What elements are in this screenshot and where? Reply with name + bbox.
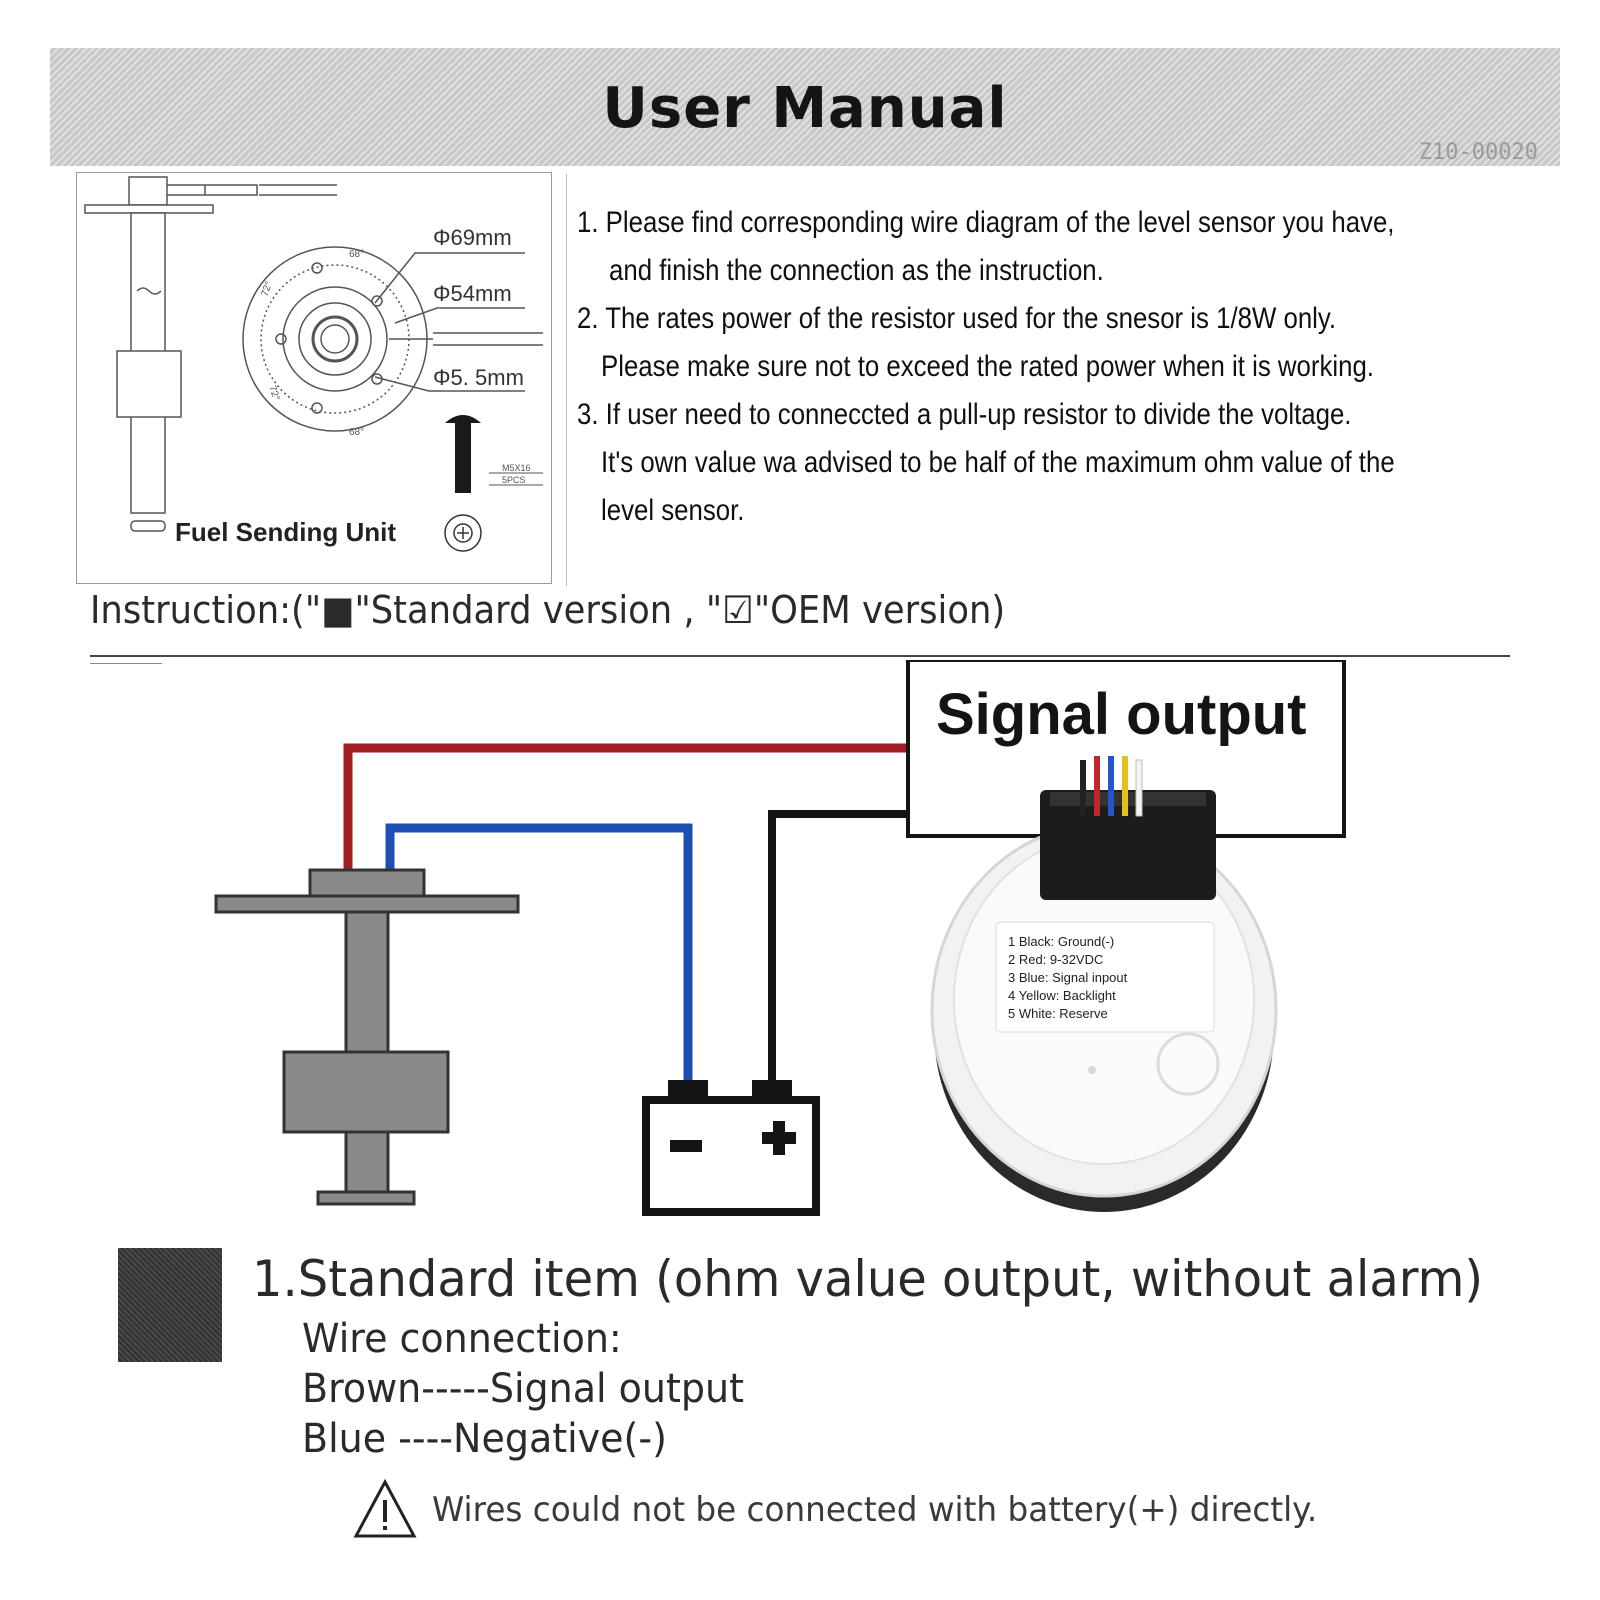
red-wire <box>343 743 908 872</box>
gauge-pin-label: 3 Blue: Signal inpout <box>1008 970 1128 985</box>
gauge-pin-label: 4 Yellow: Backlight <box>1008 988 1116 1003</box>
screw-head-icon <box>444 514 482 552</box>
wire-connection-line: Brown-----Signal output <box>302 1366 744 1412</box>
blue-wire <box>385 823 693 1080</box>
battery-icon <box>642 1080 820 1216</box>
sensor-dimension-drawing: 68° 72° 72° 68° Φ69mm Φ54mm Φ5. 5mm M5X1… <box>84 176 543 552</box>
notes-panel: 1. Please find corresponding wire diagra… <box>566 174 1544 586</box>
angle-label: 68° <box>349 249 364 260</box>
note-line: and finish the connection as the instruc… <box>609 254 1104 287</box>
gauge-pin-label: 2 Red: 9-32VDC <box>1008 952 1103 967</box>
wire-connection-line: Blue ----Negative(-) <box>302 1416 667 1462</box>
gauge-pin-label: 1 Black: Ground(-) <box>1008 934 1114 949</box>
sensor-spec-panel: 68° 72° 72° 68° Φ69mm Φ54mm Φ5. 5mm M5X1… <box>76 172 552 584</box>
angle-label: 68° <box>349 427 364 438</box>
standard-item-title: 1.Standard item (ohm value output, witho… <box>252 1250 1484 1308</box>
note-line: Please make sure not to exceed the rated… <box>601 350 1374 383</box>
screw-size-label: M5X16 <box>502 463 531 473</box>
note-line: level sensor. <box>601 494 745 527</box>
black-wire <box>768 810 908 1080</box>
header-banner: User Manual Z10-00020 <box>50 48 1560 166</box>
wiring-diagram: Signal output 1 Black: Ground(-) 2 Red: … <box>214 660 1346 1216</box>
divider <box>90 655 1510 657</box>
wire-connection-heading: Wire connection: <box>302 1316 622 1362</box>
dimension-69: Φ69mm <box>433 225 512 250</box>
sensor-side-view <box>84 176 337 532</box>
flange-top-view <box>242 246 543 432</box>
signal-output-label: Signal output <box>936 682 1307 747</box>
fuel-sender-icon <box>214 868 520 1206</box>
warning-text: Wires could not be connected with batter… <box>432 1490 1318 1530</box>
divider <box>90 663 162 664</box>
screw-icon <box>445 415 543 493</box>
screw-qty-label: 5PCS <box>502 475 526 485</box>
manual-title: User Manual <box>602 76 1008 141</box>
note-line: 3. If user need to conneccted a pull-up … <box>577 398 1352 431</box>
fuel-sending-unit-caption: Fuel Sending Unit <box>175 517 396 547</box>
document-code: Z10-00020 <box>1418 140 1538 165</box>
standard-version-swatch <box>118 1248 222 1362</box>
angle-label: 72° <box>266 384 282 402</box>
instruction-heading: Instruction:("■"Standard version , "☑"OE… <box>90 588 1006 632</box>
angle-label: 72° <box>259 280 275 298</box>
gauge-pin-label: 5 White: Reserve <box>1008 1006 1108 1021</box>
note-line: 1. Please find corresponding wire diagra… <box>577 206 1395 239</box>
dimension-54: Φ54mm <box>433 281 512 306</box>
note-line: It's own value wa advised to be half of … <box>601 446 1395 479</box>
gauge-back-view <box>930 756 1278 1212</box>
warning-icon <box>353 1478 417 1538</box>
note-line: 2. The rates power of the resistor used … <box>577 302 1337 335</box>
dimension-5-5: Φ5. 5mm <box>433 365 524 390</box>
